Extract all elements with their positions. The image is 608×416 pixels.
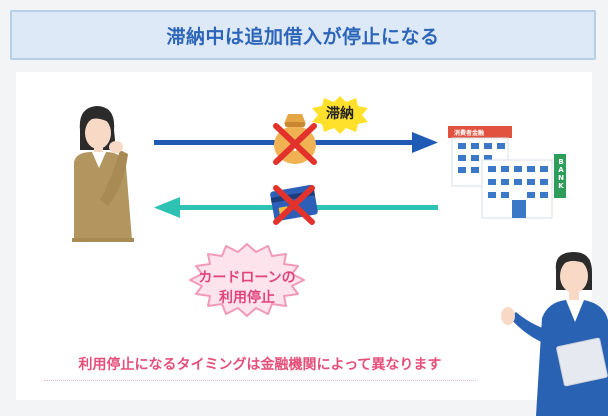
usage-stopped-line2: 利用停止: [219, 290, 275, 306]
delay-badge: [312, 96, 368, 134]
usage-stopped-burst: [189, 243, 305, 317]
usage-stopped-line1: カードローンの: [198, 270, 296, 286]
bank-sign: BANK: [557, 158, 565, 192]
bank-sign-text: BANK: [557, 158, 565, 190]
cross-icon: [273, 185, 315, 225]
presenter-woman-figure: [501, 252, 608, 416]
lender-sign: 消費者金融: [454, 130, 485, 137]
delay-badge-label: 滞納: [326, 106, 354, 122]
page-title-banner: 滞納中は追加借入が停止になる: [10, 10, 596, 60]
cross-icon: [273, 123, 317, 165]
usage-stopped-label: カードローンの 利用停止: [180, 268, 314, 308]
timing-caption: 利用停止になるタイミングは金融機関によって異なります: [44, 354, 476, 381]
page-title: 滞納中は追加借入が停止になる: [166, 25, 440, 48]
thinking-woman-figure: [72, 106, 134, 242]
lender-building-icon: [448, 126, 566, 219]
